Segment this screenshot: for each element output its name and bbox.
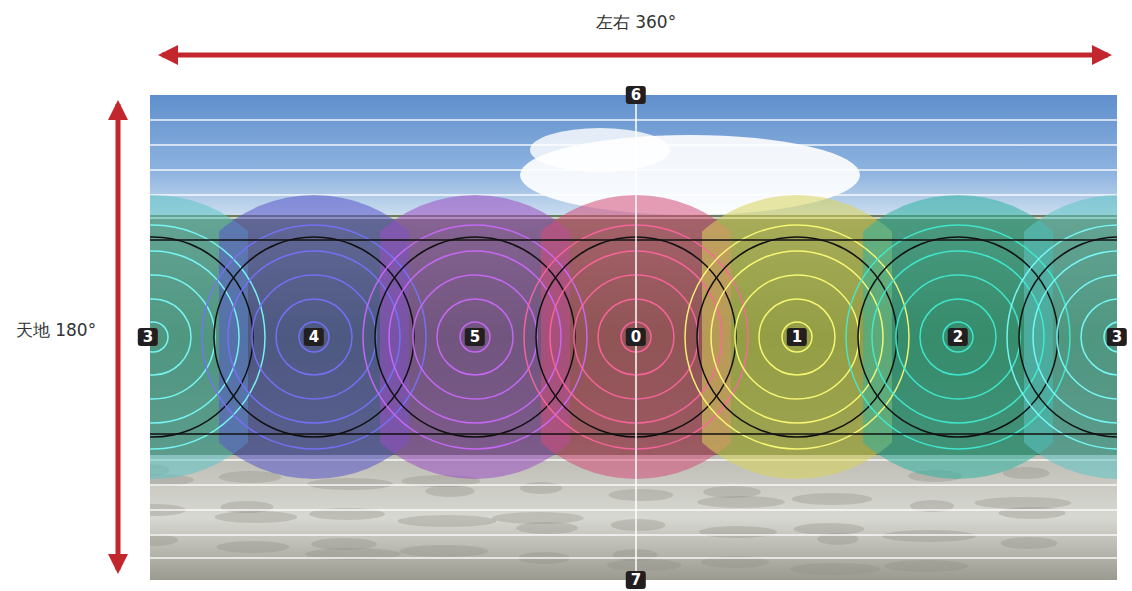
ring: [685, 225, 909, 449]
callout-number: 3: [138, 328, 158, 346]
latitude-line: [150, 119, 1117, 121]
callout-number: 2: [948, 328, 968, 346]
rock: [607, 559, 682, 571]
ring: [202, 225, 426, 449]
latitude-line: [150, 557, 1117, 559]
rock: [150, 534, 178, 546]
callout-number: 1: [787, 328, 807, 346]
ring: [389, 251, 561, 423]
ring: [1057, 275, 1117, 399]
tile-outline: [858, 237, 1058, 437]
ring: [150, 225, 265, 449]
rock: [884, 560, 968, 572]
ring: [252, 275, 376, 399]
rock: [426, 485, 475, 497]
latitude-line: [150, 484, 1117, 486]
latitude-line: [150, 169, 1117, 171]
width-arrow: [162, 53, 1108, 58]
ring: [1033, 251, 1117, 423]
ring: [846, 225, 1070, 449]
rock: [611, 519, 666, 531]
ring: [150, 251, 239, 423]
ring: [1007, 225, 1117, 449]
rock: [219, 471, 282, 483]
ring: [1104, 322, 1117, 352]
rock: [975, 497, 1072, 509]
width-label: 左右 360°: [593, 11, 679, 34]
callout-number: 6: [626, 86, 646, 104]
ring: [437, 299, 513, 375]
latitude-line: [150, 509, 1117, 511]
ring: [413, 275, 537, 399]
ring: [1081, 299, 1117, 375]
ring: [276, 299, 352, 375]
ring: [299, 322, 329, 352]
ring: [872, 251, 1044, 423]
rock: [492, 512, 584, 524]
rock: [398, 515, 497, 527]
ring: [150, 275, 215, 399]
rock: [609, 489, 674, 501]
ring: [896, 275, 1020, 399]
callout-number: 4: [304, 328, 324, 346]
ring: [782, 322, 812, 352]
rock: [215, 511, 298, 523]
rock: [516, 522, 578, 534]
ring: [759, 299, 835, 375]
ring: [735, 275, 859, 399]
cloud: [530, 128, 670, 172]
ring: [711, 251, 883, 423]
rock: [699, 526, 777, 538]
ring: [150, 299, 191, 375]
callout-number: 7: [626, 571, 646, 589]
ring: [150, 322, 168, 352]
height-arrow: [116, 104, 121, 570]
rock: [520, 482, 562, 494]
latitude-line: [150, 144, 1117, 146]
latitude-line: [150, 534, 1117, 536]
rock: [790, 563, 881, 575]
ring: [228, 251, 400, 423]
ring: [460, 322, 490, 352]
rock: [792, 493, 873, 505]
tile-band-line: [150, 433, 1117, 435]
callout-number: 5: [465, 328, 485, 346]
rock: [217, 541, 290, 553]
rock: [794, 523, 865, 535]
callout-number: 3: [1107, 328, 1127, 346]
ring: [920, 299, 996, 375]
tile-band-line: [150, 239, 1117, 241]
ring: [943, 322, 973, 352]
rock: [307, 478, 393, 490]
height-label: 天地 180°: [13, 319, 99, 342]
tile-outline: [214, 237, 414, 437]
rock: [999, 507, 1066, 519]
rock: [697, 496, 785, 508]
tile-outline: [1019, 237, 1117, 437]
tile-outline: [375, 237, 575, 437]
rock: [1001, 537, 1058, 549]
rock: [400, 545, 489, 557]
callout-number: 0: [626, 328, 646, 346]
ring: [363, 225, 587, 449]
tile-outline: [697, 237, 897, 437]
rock: [882, 530, 976, 542]
